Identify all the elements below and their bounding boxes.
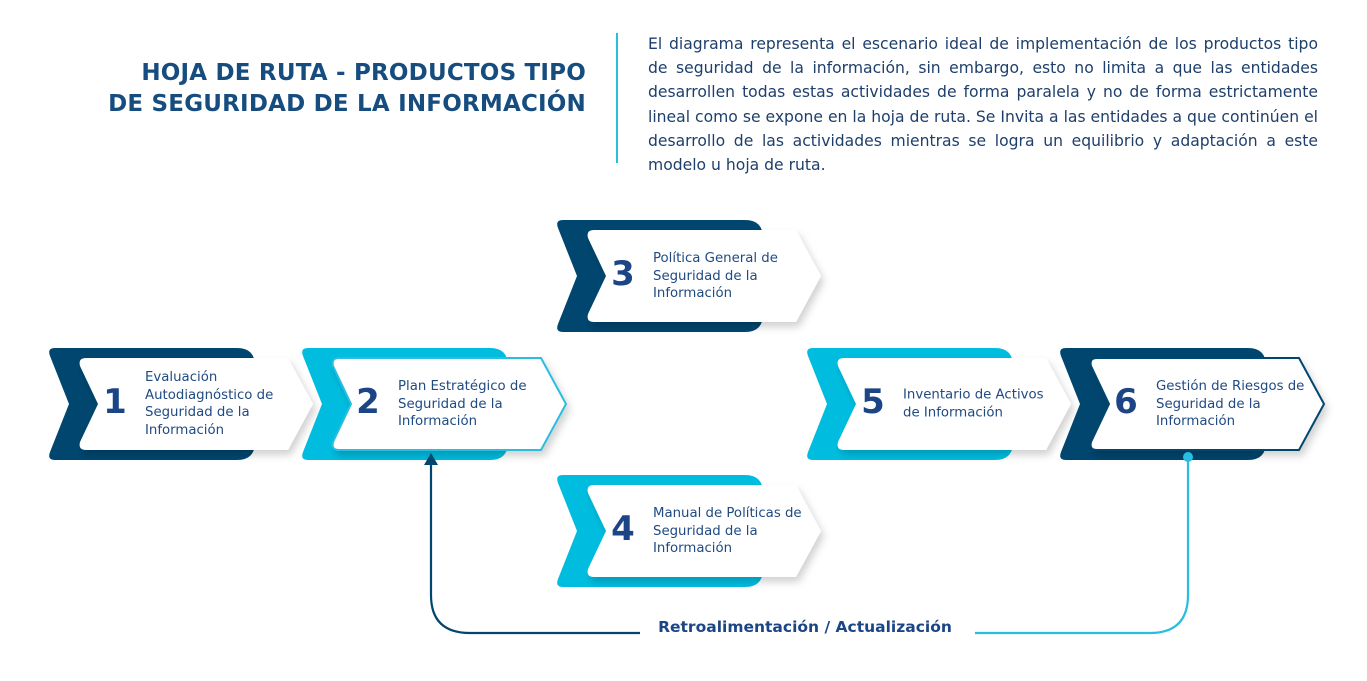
step-6-card <box>1089 357 1326 451</box>
step-3-card <box>587 230 821 322</box>
title-line-1: HOJA DE RUTA - PRODUCTOS TIPO <box>141 60 586 86</box>
divider <box>616 33 618 163</box>
step-label: Gestión de Riesgos de Seguridad de la In… <box>1156 378 1305 429</box>
step-label: Manual de Políticas de Seguridad de la I… <box>653 505 802 556</box>
title-line-2: DE SEGURIDAD DE LA INFORMACIÓN <box>108 91 586 117</box>
step-number: 5 <box>861 382 885 422</box>
step-5-card <box>837 358 1071 450</box>
step-number: 2 <box>356 382 380 422</box>
step-label: Inventario de Activos de Información <box>903 387 1044 421</box>
step-number: 3 <box>611 254 635 294</box>
step-label: Evaluación Autodiagnóstico de Seguridad … <box>145 370 274 438</box>
feedback-label: Retroalimentación / Actualización <box>658 618 952 636</box>
feedback-arrow-icon <box>424 453 438 465</box>
feedback-line-right <box>975 458 1190 635</box>
page-title: HOJA DE RUTA - PRODUCTOS TIPO DE SEGURID… <box>30 58 586 120</box>
step-1-card <box>79 358 313 450</box>
step-2-card <box>331 357 568 451</box>
step-number: 4 <box>611 509 635 549</box>
step-number: 6 <box>1114 382 1138 422</box>
step-4-card <box>587 485 821 577</box>
step-number: 1 <box>103 382 127 422</box>
step-label: Política General de Seguridad de la Info… <box>653 250 778 301</box>
feedback-line-left <box>429 462 640 635</box>
step-label: Plan Estratégico de Seguridad de la Info… <box>398 378 527 429</box>
description-text: El diagrama representa el escenario idea… <box>648 35 1318 175</box>
feedback-dot <box>1183 452 1193 462</box>
